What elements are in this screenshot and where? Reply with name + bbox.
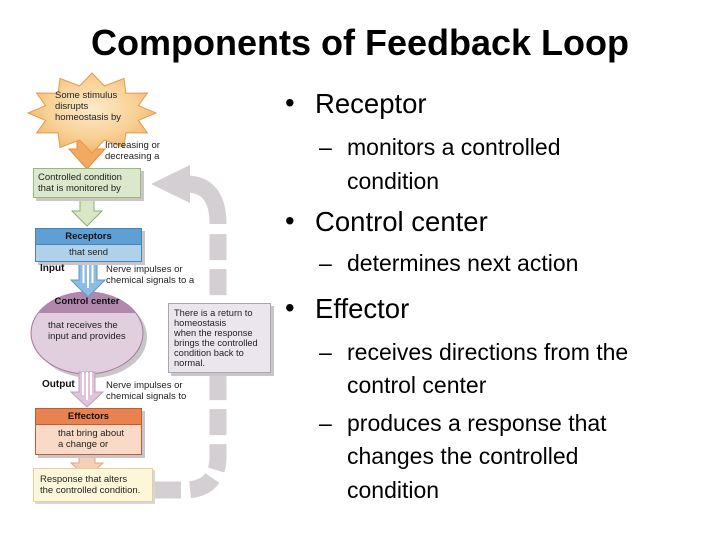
bullet-control-center: • Control center xyxy=(283,204,715,240)
bullet-receptor: • Receptor xyxy=(283,86,715,122)
dash-marker: – xyxy=(319,409,332,436)
effectors-subtext: that bring about a change or xyxy=(36,425,141,454)
dash-marker: – xyxy=(319,338,332,365)
subbullet-determines: – determines next action xyxy=(283,247,715,281)
output-arrow-icon xyxy=(69,371,105,408)
slide-title: Components of Feedback Loop xyxy=(90,22,629,63)
control-center-subtext: that receives the input and provides xyxy=(48,320,126,342)
bullet-list: • Receptor – monitors a controlled condi… xyxy=(283,84,715,507)
bullet-effector: • Effector xyxy=(283,291,715,327)
subbullet-monitors: – monitors a controlled condition xyxy=(283,131,715,198)
input-arrow-label: Nerve impulses or chemical signals to a xyxy=(106,264,195,286)
condition-down-arrow-icon xyxy=(70,196,104,227)
dash-marker: – xyxy=(319,134,332,160)
subbullet-produces: – produces a response that changes the c… xyxy=(283,407,715,508)
output-label: Output xyxy=(42,379,75,390)
stimulus-burst-label: Some stimulus disrupts homeostasis by xyxy=(55,90,122,123)
subbullet-receives: – receives directions from the control c… xyxy=(283,336,715,403)
dash-marker: – xyxy=(319,250,332,276)
input-label: Input xyxy=(40,263,65,274)
bullet-marker: • xyxy=(285,291,295,323)
bullet-marker: • xyxy=(285,205,295,236)
bullet-effector-label: Effector xyxy=(315,292,410,324)
effectors-box: Effectors that bring about a change or xyxy=(35,408,142,455)
receptors-title: Receptors xyxy=(36,229,141,245)
receptors-box: Receptors that send xyxy=(35,228,142,262)
receptors-subtext: that send xyxy=(36,245,141,261)
stimulus-arrow-label: Increasing or decreasing a xyxy=(105,140,160,162)
response-box: Response that alters the controlled cond… xyxy=(33,468,153,502)
bullet-receptor-label: Receptor xyxy=(315,88,427,119)
return-loop-solid-curve xyxy=(185,175,227,225)
output-arrow-label: Nerve impulses or chemical signals to xyxy=(106,380,187,402)
return-to-homeostasis-note: There is a return to homeostasis when th… xyxy=(168,303,271,373)
bullet-marker: • xyxy=(285,87,295,118)
controlled-condition-box: Controlled condition that is monitored b… xyxy=(33,168,141,198)
return-loop-arrowhead-icon xyxy=(151,165,190,203)
control-center-title: Control center xyxy=(54,296,120,307)
bullet-control-center-label: Control center xyxy=(315,206,488,237)
input-arrow-icon xyxy=(69,257,107,298)
effectors-title: Effectors xyxy=(36,409,141,425)
stimulus-down-arrow-icon xyxy=(67,125,107,170)
